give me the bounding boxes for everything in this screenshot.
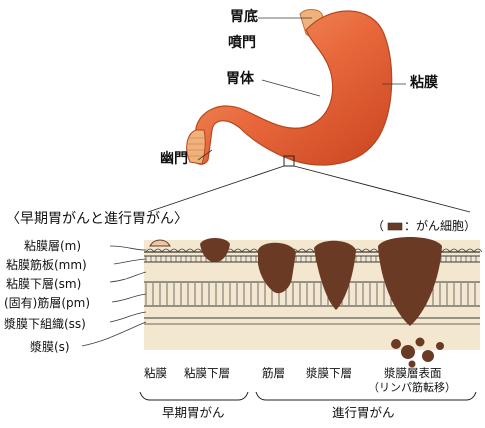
group-advanced: 進行胃がん — [332, 407, 395, 420]
label-mucosa: 粘膜 — [410, 76, 438, 90]
legend-text: ：がん細胞） — [404, 220, 476, 232]
duodenum — [187, 130, 206, 164]
stage-label: 粘膜下層 — [184, 368, 230, 380]
zoom-line-left — [148, 166, 284, 212]
group-early: 早期胃がん — [162, 407, 225, 420]
label-pylorus: 幽門 — [160, 152, 188, 166]
stage-label: 漿膜下層 — [306, 368, 352, 380]
stage-note: （リンパ筋転移） — [368, 382, 456, 393]
zoom-line-right — [294, 166, 470, 212]
layer-label: 漿膜(s) — [30, 341, 70, 353]
stage-label: 粘膜 — [144, 368, 167, 380]
bracket-early — [140, 392, 248, 400]
layer-label: (固有)筋層(pm) — [4, 297, 90, 309]
layer-label: 粘膜筋板(mm) — [6, 259, 87, 271]
layer-label: 粘膜下層(sm) — [6, 278, 81, 290]
legend-swatch — [388, 223, 402, 230]
stage-label: 漿膜層表面 — [384, 368, 442, 380]
label-fundus: 胃底 — [230, 10, 258, 24]
leader-body — [262, 80, 320, 96]
legend-prefix: （ — [372, 220, 384, 232]
stomach-shape — [194, 11, 392, 165]
layer-label: 漿膜下組織(ss) — [4, 318, 86, 330]
layer-label: 粘膜層(m) — [24, 240, 81, 252]
label-body: 胃体 — [226, 72, 254, 86]
section-title: 〈早期胃がんと進行胃がん〉 — [6, 212, 188, 226]
layer-leaders — [82, 246, 146, 346]
label-cardia: 噴門 — [228, 36, 256, 50]
stage-label: 筋層 — [262, 368, 285, 380]
